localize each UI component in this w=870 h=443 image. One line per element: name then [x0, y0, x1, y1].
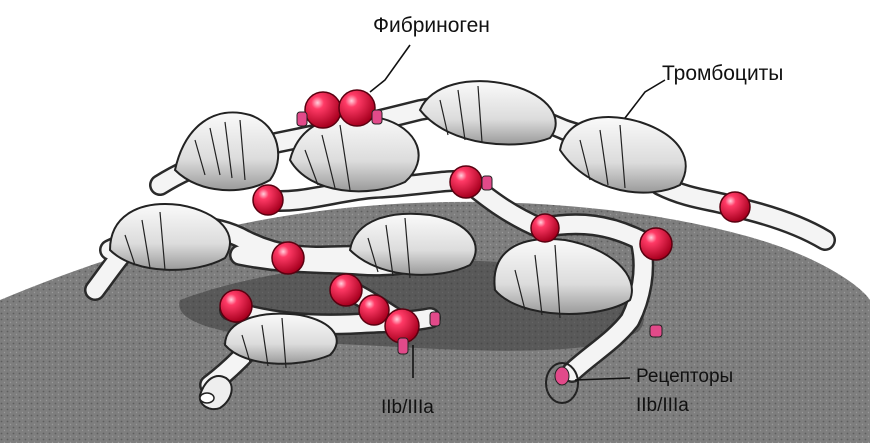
label-integrin: IIb/IIIa — [381, 397, 434, 418]
platelet — [110, 204, 230, 270]
label-fibrinogen: Фибриноген — [373, 14, 490, 37]
leader-platelets — [625, 80, 665, 118]
receptor-marker — [398, 338, 408, 354]
platelet — [175, 112, 278, 190]
label-receptors-line2: IIb/IIIa — [636, 395, 689, 416]
fibrinogen-bead — [305, 92, 341, 128]
receptor-marker — [372, 110, 382, 124]
receptor-marker — [430, 312, 440, 326]
fibrinogen-bead — [339, 90, 375, 126]
fibrinogen-bead — [720, 192, 750, 222]
fibrinogen-bead — [272, 242, 304, 274]
fibrinogen-bead — [220, 290, 252, 322]
fibrinogen-bead — [531, 214, 559, 242]
platelet — [420, 81, 556, 144]
fibrinogen-bead — [330, 274, 362, 306]
receptor-marker — [482, 176, 492, 190]
receptor-marker — [650, 325, 662, 337]
fibrinogen-bead — [359, 295, 389, 325]
label-platelets: Тромбоциты — [662, 62, 783, 85]
receptor-marker — [297, 112, 307, 126]
fibrinogen-bead — [450, 166, 482, 198]
leader-fibrinogen — [370, 45, 410, 92]
platelet — [560, 117, 686, 193]
fibrinogen-bead — [253, 185, 283, 215]
fibrinogen-bead — [640, 228, 672, 260]
receptor-marker — [555, 367, 569, 385]
label-receptors-line1: Рецепторы — [636, 366, 733, 387]
